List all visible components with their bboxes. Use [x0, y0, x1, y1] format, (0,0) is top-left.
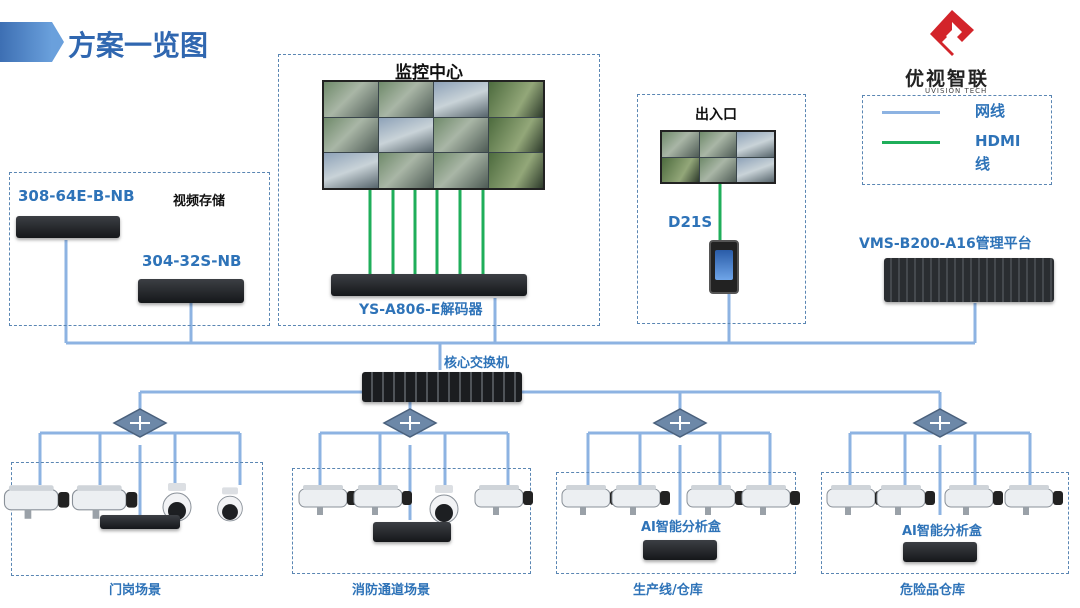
scene-gate-label: 门岗场景 [109, 583, 162, 598]
scene-fire-nvr [373, 522, 451, 542]
page-title: 方案一览图 [68, 29, 209, 62]
ai-box-production-device [643, 540, 717, 560]
legend-hdmi-label-2: 线 [975, 155, 991, 173]
decoder-label: YS-A806-E解码器 [359, 302, 483, 318]
nvr2-device [138, 279, 244, 303]
legend-hdmi-label: HDMI [975, 132, 1021, 150]
legend-hdmi-swatch [882, 141, 940, 144]
bullet-camera-icon [610, 483, 674, 517]
bullet-camera-icon [352, 483, 416, 517]
core-switch-label: 核心交换机 [444, 356, 510, 371]
scene-production-label: 生产线/仓库 [633, 583, 703, 598]
entrance-screen [660, 130, 776, 184]
face-terminal-device [709, 240, 739, 294]
bullet-camera-icon [1003, 483, 1067, 517]
d21s-label: D21S [668, 213, 713, 231]
ai-box-hazard-device [903, 542, 977, 562]
access-switch-icon [382, 408, 438, 438]
ai-box-label-production: AI智能分析盒 [641, 520, 721, 535]
monitor-center-title: 监控中心 [395, 63, 463, 83]
scene-hazard-label: 危险品仓库 [900, 583, 966, 598]
bullet-camera-icon [740, 483, 804, 517]
dome-camera-icon [427, 483, 461, 527]
access-switch-icon [112, 408, 168, 438]
entrance-box [637, 94, 806, 324]
scene-hazard-box [821, 472, 1069, 574]
storage-title: 视频存储 [173, 194, 226, 209]
bullet-camera-icon [473, 483, 537, 517]
scene-fire-label: 消防通道场景 [352, 583, 431, 598]
legend-box [862, 95, 1052, 185]
storage-group-box [9, 172, 270, 326]
title-arrow-decoration [52, 22, 64, 62]
dome-camera-icon [215, 485, 245, 525]
entrance-title: 出入口 [695, 107, 737, 123]
scene-gate-box [11, 462, 263, 576]
scene-fire-box [292, 468, 531, 574]
legend-network-label: 网线 [975, 102, 1006, 120]
monitor-center-box [278, 54, 600, 326]
brand-logo-icon [930, 10, 974, 56]
scene-gate-nvr [100, 515, 180, 529]
platform-label: VMS-B200-A16管理平台 [859, 236, 1032, 252]
decoder-device [331, 274, 527, 296]
bullet-camera-icon [943, 483, 1007, 517]
scene-production-box [556, 472, 796, 574]
video-wall [322, 80, 545, 190]
bullet-camera-icon [2, 483, 74, 521]
nvr1-label: 308-64E-B-NB [18, 187, 135, 205]
platform-server [884, 258, 1054, 302]
nvr2-label: 304-32S-NB [142, 252, 242, 270]
bullet-camera-icon [875, 483, 939, 517]
ai-box-label-hazard: AI智能分析盒 [902, 524, 982, 539]
brand-name: 优视智联 [905, 68, 990, 90]
access-switch-icon [652, 408, 708, 438]
access-switch-icon [912, 408, 968, 438]
title-bar-decoration [0, 22, 52, 62]
brand-name-en: UVISION TECH [925, 87, 988, 95]
nvr1-device [16, 216, 120, 238]
core-switch-device [362, 372, 522, 402]
legend-network-swatch [882, 111, 940, 114]
